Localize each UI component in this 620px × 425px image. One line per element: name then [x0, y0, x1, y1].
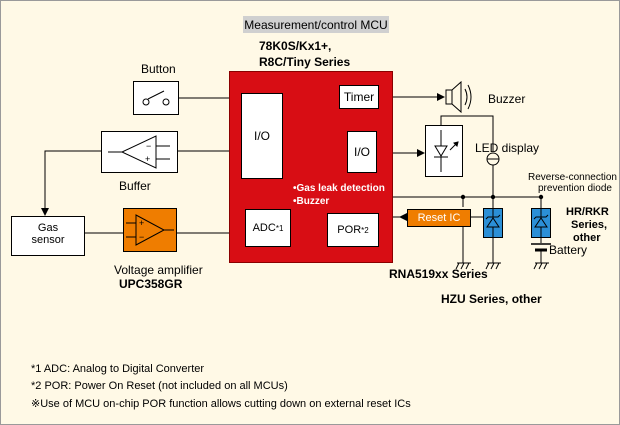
footnote-por: *2 POR: Power On Reset (not included on … — [31, 380, 288, 392]
ground-symbol-zener — [485, 262, 501, 270]
buzzer-label: Buzzer — [488, 92, 526, 106]
ground-symbol-battery — [533, 262, 549, 270]
led-diode-icon — [434, 130, 459, 172]
voltage-amplifier-label: Voltage amplifier — [114, 263, 203, 277]
junction-dot — [490, 194, 496, 200]
arrowhead-sensor — [41, 208, 49, 216]
buzzer-feature-label: •Buzzer — [293, 196, 330, 207]
svg-text:+: + — [139, 218, 144, 228]
footnote-adc: *1 ADC: Analog to Digital Converter — [31, 363, 205, 375]
mcu-timer: Timer — [339, 85, 379, 109]
zener-diode-block — [483, 208, 503, 238]
hzu-series-label: HZU Series, other — [441, 292, 542, 306]
gas-leak-detection-label: •Gas leak detection — [293, 183, 385, 194]
led-display-label: LED display — [475, 141, 540, 155]
hr-series-line3: other — [573, 232, 601, 244]
speaker-icon — [445, 80, 472, 114]
hr-series-line1: HR/RKR — [566, 206, 609, 218]
button-label: Button — [141, 62, 176, 76]
mcu-model-line2: R8C/Tiny Series — [259, 55, 351, 69]
mcu-por: POR*2 — [327, 213, 379, 247]
diode-icon — [533, 209, 549, 237]
buffer-block: − + — [101, 131, 178, 173]
amplifier-part-label: UPC358GR — [119, 277, 183, 291]
mcu-io-right: I/O — [347, 131, 377, 173]
svg-text:−: − — [139, 232, 144, 242]
mcu-adc: ADC*1 — [245, 209, 291, 247]
battery-label: Battery — [549, 243, 588, 257]
arrowhead-por — [399, 213, 407, 221]
op-amp-icon: − + — [108, 135, 170, 169]
ground-symbol-reset — [455, 262, 471, 270]
svg-text:+: + — [145, 154, 150, 164]
led-display-block — [425, 125, 463, 177]
reset-ic-block: Reset IC — [407, 209, 471, 227]
switch-icon — [142, 90, 170, 106]
zener-diode-icon — [485, 209, 501, 237]
mcu-model-line1: 78K0S/Kx1+, — [259, 39, 332, 53]
arrowhead-led — [417, 149, 425, 157]
svg-text:−: − — [146, 141, 151, 151]
mcu-io-left: I/O — [241, 93, 283, 179]
wire-buffer-sensor — [44, 150, 101, 214]
reverse-diode-block — [531, 208, 551, 238]
reverse-connection-label-2: prevention diode — [538, 183, 612, 194]
rna-series-label: RNA519xx Series — [389, 267, 488, 281]
hr-series-line2: Series, — [571, 219, 608, 231]
gas-sensor-block: Gas sensor — [11, 216, 85, 256]
button-switch — [133, 81, 179, 115]
wire-led-supply — [440, 115, 494, 151]
junction-dot — [538, 194, 544, 200]
arrowhead-buzzer — [437, 93, 445, 101]
mcu-banner: Measurement/control MCU — [243, 16, 389, 33]
amplifier-icon: + − — [126, 214, 174, 246]
voltage-amplifier-block: + − — [123, 208, 177, 252]
reverse-connection-label-1: Reverse-connection — [528, 172, 617, 183]
footnote-reset: ※Use of MCU on-chip POR function allows … — [31, 398, 411, 410]
buffer-label: Buffer — [119, 179, 151, 193]
